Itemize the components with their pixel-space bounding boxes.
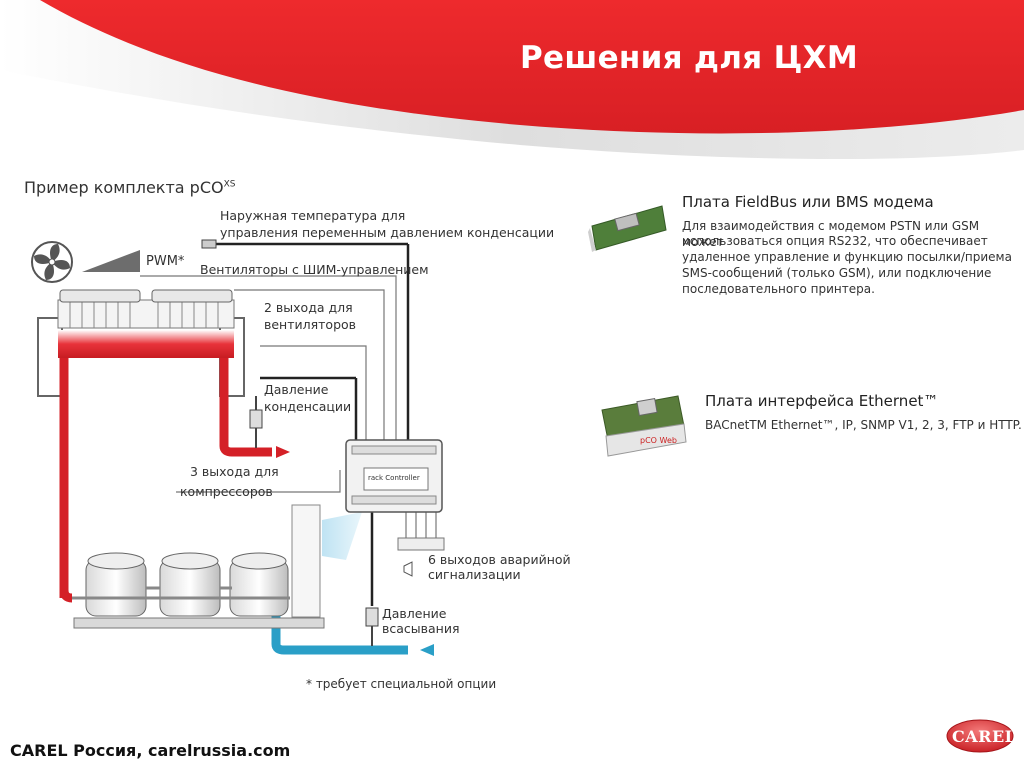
- pwm-ramp-icon: [82, 250, 140, 272]
- fieldbus-card-desc-3: удаленное управление и функцию посылки/п…: [682, 250, 1012, 264]
- ethernet-card-title: Плата интерфейса Ethernet™: [705, 392, 939, 410]
- footer-text: CAREL Россия, carelrussia.com: [10, 741, 291, 760]
- alarm-outputs: [397, 537, 445, 577]
- fieldbus-card-title: Плата FieldBus или BMS модема: [682, 193, 934, 211]
- fieldbus-card-desc-1: Для взаимодействия с модемом PSTN или GS…: [682, 219, 980, 249]
- fan-icon: [31, 241, 73, 283]
- page-title: Решения для ЦХМ: [520, 40, 858, 76]
- suction-inlet-arrow: [420, 644, 434, 656]
- header-banner: [0, 0, 1024, 160]
- fieldbus-card-desc-4: SMS-сообщений (только GSM), или подключе…: [682, 266, 992, 280]
- ethernet-board-image: [601, 395, 687, 457]
- comp-outputs-label-2: компрессоров: [180, 484, 273, 499]
- condensation-pressure-sensor: [249, 396, 263, 448]
- kit-title-sup: XS: [223, 179, 236, 190]
- outdoor-temp-label-2: управления переменным давлением конденса…: [220, 225, 555, 240]
- suction-pressure-label-1: Давление: [382, 606, 447, 621]
- alarm-outputs-label-1: 6 выходов аварийной: [428, 552, 571, 567]
- carel-logo: [946, 719, 1014, 753]
- condenser: [37, 289, 245, 397]
- outdoor-temp-sensor: [201, 239, 217, 249]
- rack-controller: [345, 439, 443, 513]
- kit-title-main: Пример комплекта pCO: [24, 178, 224, 197]
- control-wires: [214, 242, 410, 606]
- suction-pressure-sensor: [365, 607, 379, 646]
- fieldbus-card-desc-2: использоваться опция RS232, что обеспечи…: [682, 234, 988, 248]
- suction-pressure-label-2: всасывания: [382, 621, 460, 636]
- outdoor-temp-label-1: Наружная температура для: [220, 208, 406, 223]
- liquid-outlet-arrow: [276, 446, 290, 458]
- controller-label: rack Controller: [368, 474, 420, 482]
- suction-line: [271, 612, 408, 655]
- liquid-line: [219, 358, 272, 457]
- fan-outputs-label-1: 2 выхода для: [264, 300, 353, 315]
- fans-pwm-label: Вентиляторы с ШИМ-управлением: [200, 262, 429, 277]
- comp-outputs-label-1: 3 выхода для: [190, 464, 279, 479]
- refrigeration-diagram: [31, 239, 445, 656]
- ethernet-card-desc-1: BACnetTM Ethernet™, IP, SNMP V1, 2, 3, F…: [705, 418, 1022, 432]
- footnote: * требует специальной опции: [306, 677, 497, 691]
- compressor-rack: [59, 504, 325, 629]
- cond-pressure-label-1: Давление: [264, 382, 329, 397]
- ethernet-board-label: pCO Web: [640, 436, 677, 445]
- cond-pressure-label-2: конденсации: [264, 399, 352, 414]
- controller-beam: [322, 512, 362, 560]
- carel-logo-text: CAREL: [952, 727, 1017, 746]
- kit-title: Пример комплекта pCOXS: [24, 178, 235, 197]
- pwm-label: PWM*: [146, 254, 185, 269]
- fieldbus-board-image: [588, 205, 667, 252]
- alarm-outputs-label-2: сигнализации: [428, 567, 521, 582]
- fieldbus-card-desc-5: последовательного принтера.: [682, 282, 875, 296]
- fan-outputs-label-2: вентиляторов: [264, 317, 357, 332]
